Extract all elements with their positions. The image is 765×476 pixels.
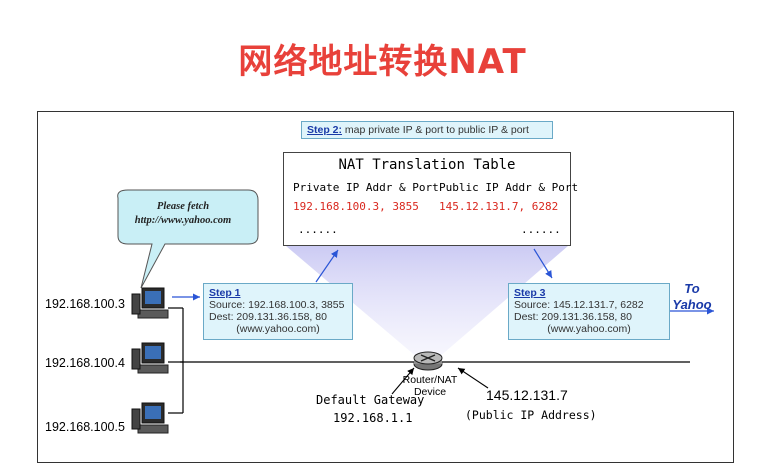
page-title: 网络地址转换NAT (238, 42, 527, 82)
public-ip-label: (Public IP Address) (465, 408, 597, 422)
to-yahoo-line1: To (684, 281, 700, 296)
public-ip-value: 145.12.131.7 (486, 387, 568, 403)
nat-table-title: NAT Translation Table (338, 157, 516, 173)
to-yahoo-line2: Yahoo (672, 297, 712, 312)
speech-bubble (117, 189, 259, 289)
arrow-gateway (391, 367, 415, 395)
router-label-line1: Router/NAT (402, 374, 458, 386)
translation-beam (286, 246, 568, 358)
host-ip-label: 192.168.100.4 (45, 356, 125, 370)
step3-source: Source: 145.12.131.7, 6282 (514, 299, 644, 311)
step1-source: Source: 192.168.100.3, 3855 (209, 299, 345, 311)
step3-box: Step 3 Source: 145.12.131.7, 6282 Dest: … (508, 283, 670, 340)
to-yahoo-label: To Yahoo (668, 281, 716, 313)
bubble-line-2: http://www.yahoo.com (134, 215, 232, 226)
step1-title: Step 1 (209, 287, 241, 299)
step3-dest: Dest: 209.131.36.158, 80 (514, 311, 632, 323)
gateway-label: Default Gateway (316, 393, 425, 407)
router-icon (413, 351, 443, 371)
bubble-line-1: Please fetch (156, 201, 210, 212)
step3-host: (www.yahoo.com) (547, 323, 631, 335)
step2-text: map private IP & port to public IP & por… (342, 124, 529, 136)
nat-ellipsis: ...... (298, 223, 338, 236)
step1-host: (www.yahoo.com) (236, 323, 320, 335)
step1-box: Step 1 Source: 192.168.100.3, 3855 Dest:… (203, 283, 353, 340)
arrow-step1-to-table (315, 249, 339, 283)
step3-title: Step 3 (514, 287, 546, 299)
nat-col-private: Private IP Addr & Port (293, 181, 439, 194)
nat-public-value: 145.12.131.7, 6282 (439, 200, 559, 213)
speech-bubble-text: Please fetch http://www.yahoo.com (120, 200, 246, 228)
computer-icon (131, 402, 169, 434)
step2-box: Step 2: map private IP & port to public … (301, 121, 553, 139)
arrow-table-to-step3 (533, 248, 553, 279)
nat-col-public: Public IP Addr & Port (439, 181, 579, 194)
computer-icon (131, 342, 169, 374)
step1-dest: Dest: 209.131.36.158, 80 (209, 311, 327, 323)
host-ip-label: 192.168.100.5 (45, 420, 125, 434)
router-label-line2: Device (413, 386, 447, 398)
computer-icon (131, 287, 169, 319)
nat-ellipsis: ...... (521, 223, 561, 236)
router-label: Router/NAT Device (397, 374, 463, 398)
step2-title: Step 2: (307, 124, 343, 136)
nat-private-value: 192.168.100.3, 3855 (293, 200, 419, 213)
gateway-ip: 192.168.1.1 (333, 411, 413, 425)
arrow-public-ip (457, 367, 489, 389)
diagram-frame (37, 111, 734, 463)
host-ip-label: 192.168.100.3 (45, 297, 125, 311)
nat-translation-table: NAT Translation Table Private IP Addr & … (283, 152, 578, 246)
